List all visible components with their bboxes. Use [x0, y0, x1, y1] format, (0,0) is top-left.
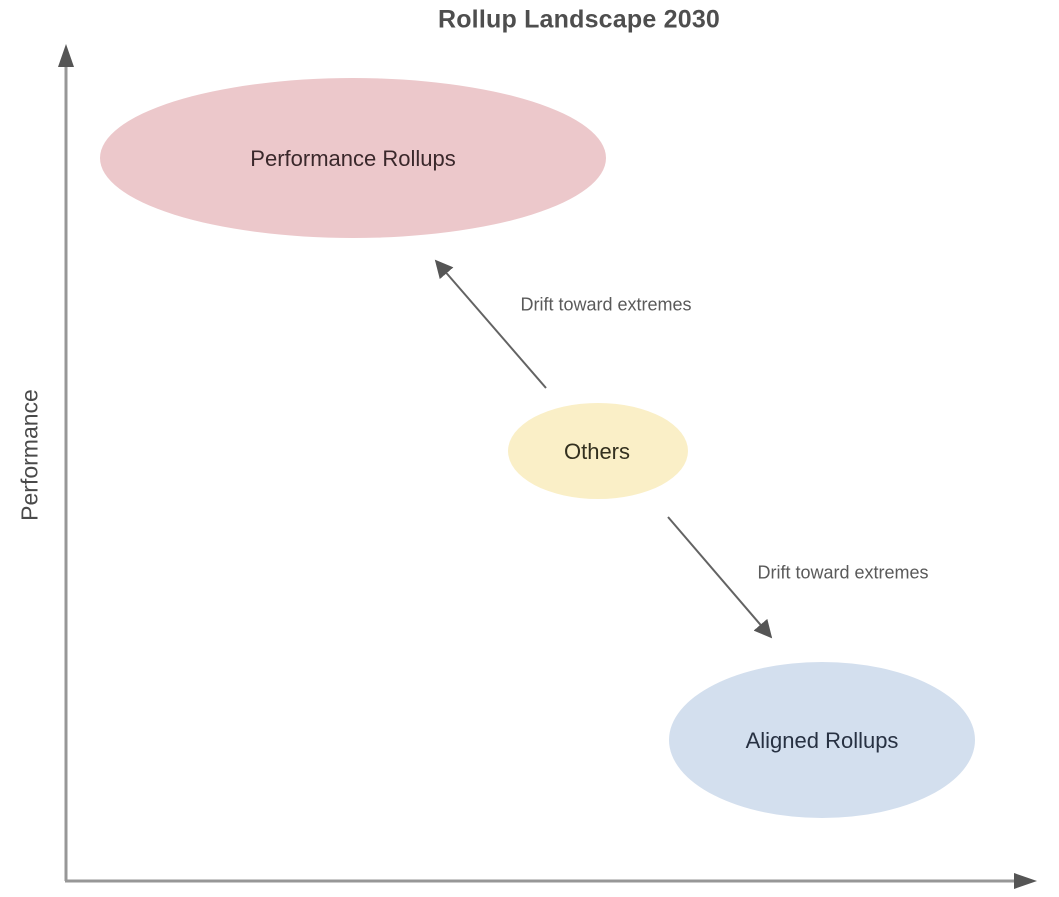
x-axis-arrowhead-icon [1014, 873, 1037, 889]
drift-arrow-to-aligned [667, 516, 773, 639]
y-axis-label: Performance [16, 389, 43, 521]
aligned-rollups-ellipse [669, 662, 975, 818]
performance-rollups-ellipse [100, 78, 606, 238]
others-ellipse [508, 403, 688, 499]
performance-rollups-label: Performance Rollups [250, 146, 456, 171]
y-axis-arrowhead-icon [58, 44, 74, 67]
drift-toward-extremes-label-lower: Drift toward extremes [757, 562, 929, 583]
aligned-rollups-label: Aligned Rollups [745, 728, 899, 753]
others-label: Others [563, 439, 631, 464]
drift-arrow-to-performance [434, 259, 547, 389]
page-title: Rollup Landscape 2030 [437, 5, 721, 34]
drift-toward-extremes-label-upper: Drift toward extremes [520, 294, 692, 315]
